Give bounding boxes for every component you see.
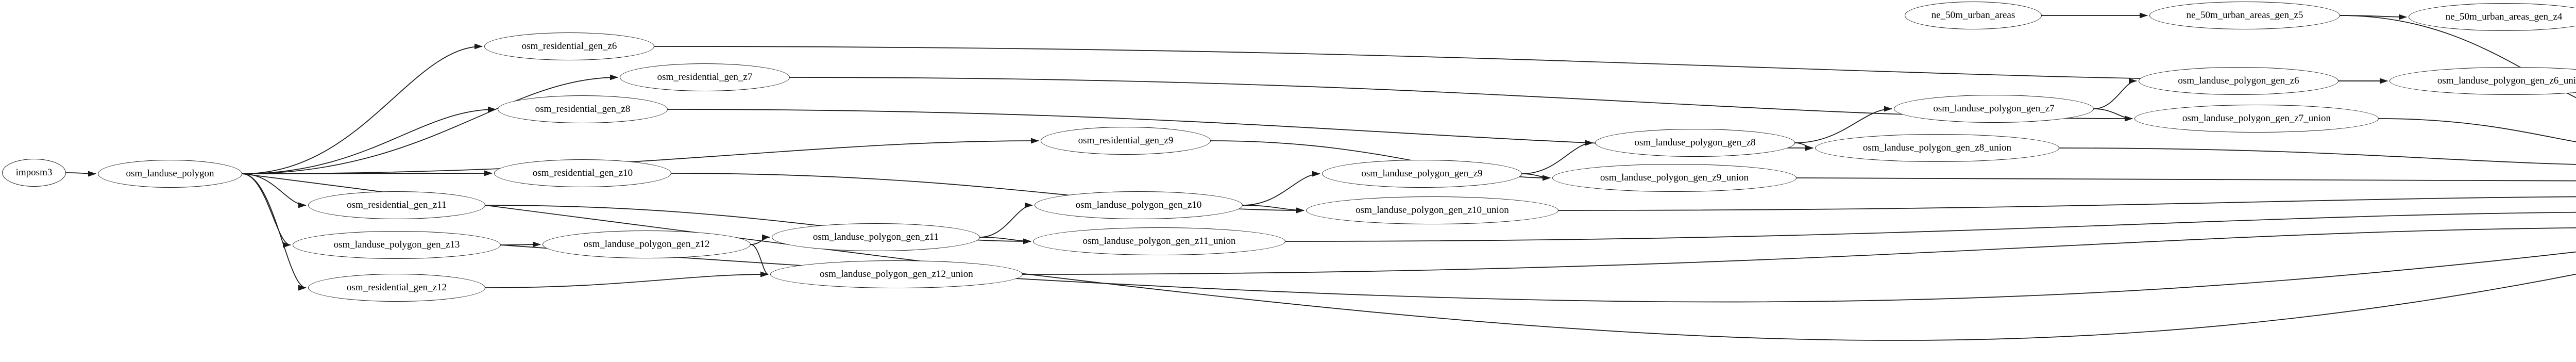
edge-osm_landuse_polygon_gen_z9-to-osm_landuse_polygon_gen_z8 xyxy=(1521,140,1594,174)
node-osm-landuse-polygon-gen-z9: osm_landuse_polygon_gen_z9 xyxy=(1322,160,1522,188)
node-label: osm_landuse_polygon_gen_z13 xyxy=(333,239,460,250)
edge-osm_landuse_polygon_gen_z12_union-to-layer_landuse:z12 xyxy=(1022,227,2576,275)
edge-osm_landuse_polygon_gen_z13-to-osm_landuse_polygon_gen_z12 xyxy=(500,241,541,248)
node-osm-residential-gen-z6: osm_residential_gen_z6 xyxy=(484,32,654,60)
node-osm-residential-gen-z10: osm_residential_gen_z10 xyxy=(494,159,671,187)
node-label: osm_landuse_polygon_gen_z11_union xyxy=(1082,236,1236,246)
node-ne-50m-urban-areas-gen-z5: ne_50m_urban_areas_gen_z5 xyxy=(2149,2,2340,29)
node-label: osm_residential_gen_z9 xyxy=(1078,135,1174,146)
edge-osm_landuse_polygon_gen_z8-to-osm_landuse_polygon_gen_z7 xyxy=(1794,106,1892,143)
edge-osm_landuse_polygon_gen_z7-to-osm_landuse_polygon_gen_z6 xyxy=(2093,78,2137,109)
node-label: osm_residential_gen_z6 xyxy=(521,41,617,52)
edge-osm_landuse_polygon-to-osm_residential_gen_z12 xyxy=(242,173,307,291)
node-osm-landuse-polygon-gen-z6: osm_landuse_polygon_gen_z6 xyxy=(2139,67,2338,95)
node-osm-landuse-polygon-gen-z10-union: osm_landuse_polygon_gen_z10_union xyxy=(1306,196,1558,224)
node-osm-landuse-polygon-gen-z13: osm_landuse_polygon_gen_z13 xyxy=(293,231,501,259)
edge-osm_landuse_polygon_gen_z8_union-to-layer_landuse:z8 xyxy=(2059,147,2576,165)
edge-osm_landuse_polygon_gen_z10_union-to-layer_landuse:z10 xyxy=(1558,196,2576,211)
edge-osm_landuse_polygon_gen_z9_union-to-layer_landuse:z9 xyxy=(1796,177,2576,182)
node-osm-landuse-polygon-gen-z11-union: osm_landuse_polygon_gen_z11_union xyxy=(1033,227,1285,255)
node-label: osm_landuse_polygon_gen_z11 xyxy=(812,232,939,242)
node-osm-residential-gen-z12: osm_residential_gen_z12 xyxy=(308,274,485,302)
node-osm-landuse-polygon-gen-z11: osm_landuse_polygon_gen_z11 xyxy=(772,223,980,251)
node-osm-landuse-polygon-gen-z10: osm_landuse_polygon_gen_z10 xyxy=(1035,191,1243,219)
node-label: osm_landuse_polygon_gen_z9_union xyxy=(1600,172,1749,183)
node-osm-landuse-polygon-gen-z12: osm_landuse_polygon_gen_z12 xyxy=(543,231,751,258)
node-osm-landuse-polygon: osm_landuse_polygon xyxy=(98,160,242,188)
node-ne-50m-urban-areas: ne_50m_urban_areas xyxy=(1905,2,2042,29)
node-ne-50m-urban-areas-gen-z4: ne_50m_urban_areas_gen_z4 xyxy=(2409,3,2576,31)
node-label: osm_residential_gen_z10 xyxy=(532,168,633,178)
edge-osm_landuse_polygon-to-osm_residential_gen_z6 xyxy=(242,43,483,174)
node-label: osm_landuse_polygon_gen_z10_union xyxy=(1355,205,1509,216)
node-osm-landuse-polygon-gen-z12-union: osm_landuse_polygon_gen_z12_union xyxy=(770,260,1023,288)
edge-osm_landuse_polygon-to-osm_residential_gen_z10 xyxy=(242,170,493,176)
node-label: osm_residential_gen_z12 xyxy=(346,282,447,293)
edge-osm_landuse_polygon_gen_z8-to-osm_landuse_polygon_gen_z8_union xyxy=(1794,142,1814,151)
node-label: osm_landuse_polygon_gen_z9 xyxy=(1361,168,1483,179)
node-osm-landuse-polygon-gen-z9-union: osm_landuse_polygon_gen_z9_union xyxy=(1552,164,1797,192)
node-osm-landuse-polygon-gen-z7-union: osm_landuse_polygon_gen_z7_union xyxy=(2134,105,2379,133)
node-label: osm_landuse_polygon xyxy=(126,168,214,179)
node-label: osm_landuse_polygon_gen_z8_union xyxy=(1862,142,2012,153)
edge-osm_residential_gen_z12-to-osm_landuse_polygon_gen_z12_union xyxy=(485,271,769,288)
node-label: ne_50m_urban_areas xyxy=(1931,10,2015,21)
node-label: osm_landuse_polygon_gen_z7_union xyxy=(2182,113,2331,124)
edge-osm_landuse_polygon_gen_z11_union-to-layer_landuse:z11 xyxy=(1285,211,2576,242)
edge-osm_landuse_polygon_gen_z10-to-osm_landuse_polygon_gen_z9 xyxy=(1242,171,1320,206)
edge-osm_landuse_polygon-to-osm_residential_gen_z11 xyxy=(242,173,307,208)
node-label: osm_landuse_polygon_gen_z6_union xyxy=(2437,75,2576,86)
edge-osm_landuse_polygon_gen_z7_union-to-layer_landuse:z7 xyxy=(2378,118,2576,142)
edge-osm_landuse_polygon-to-osm_residential_gen_z9 xyxy=(242,138,1039,174)
node-osm-residential-gen-z7: osm_residential_gen_z7 xyxy=(620,63,790,91)
node-osm-residential-gen-z8: osm_residential_gen_z8 xyxy=(498,95,668,123)
edge-osm_residential_gen_z6-to-osm_landuse_polygon_gen_z6_union xyxy=(654,46,2388,84)
node-label: osm_landuse_polygon_gen_z12_union xyxy=(820,269,973,279)
node-label: osm_landuse_polygon_gen_z8 xyxy=(1634,137,1756,148)
edge-imposm3-to-osm_landuse_polygon xyxy=(65,171,96,177)
edge-osm_landuse_polygon_gen_z7-to-osm_landuse_polygon_gen_z7_union xyxy=(2093,108,2133,122)
node-label: ne_50m_urban_areas_gen_z5 xyxy=(2186,10,2303,21)
edge-osm_landuse_polygon_gen_z12-to-osm_landuse_polygon_gen_z11 xyxy=(750,234,770,245)
node-label: osm_landuse_polygon_gen_z6 xyxy=(2178,75,2299,86)
node-osm-residential-gen-z11: osm_residential_gen_z11 xyxy=(308,191,485,219)
node-imposm3: imposm3 xyxy=(2,159,66,187)
node-label: osm_residential_gen_z11 xyxy=(347,200,447,210)
node-osm-landuse-polygon-gen-z8: osm_landuse_polygon_gen_z8 xyxy=(1595,129,1795,157)
node-osm-landuse-polygon-gen-z6-union: osm_landuse_polygon_gen_z6_union xyxy=(2389,67,2576,95)
node-label: ne_50m_urban_areas_gen_z4 xyxy=(2445,11,2563,22)
node-label: osm_landuse_polygon_gen_z7 xyxy=(1933,103,2055,114)
node-osm-landuse-polygon-gen-z7: osm_landuse_polygon_gen_z7 xyxy=(1894,95,2094,123)
edge-osm_landuse_polygon-to-layer_landuse:z14+ xyxy=(242,173,2576,341)
edge-osm_landuse_polygon_gen_z12-to-osm_landuse_polygon_gen_z12_union xyxy=(750,244,769,277)
node-osm-residential-gen-z9: osm_residential_gen_z9 xyxy=(1041,127,1211,155)
edge-osm_landuse_polygon-to-osm_residential_gen_z7 xyxy=(242,74,618,174)
node-osm-landuse-polygon-gen-z8-union: osm_landuse_polygon_gen_z8_union xyxy=(1815,134,2059,162)
edge-osm_landuse_polygon_gen_z11-to-osm_landuse_polygon_gen_z10 xyxy=(979,202,1033,238)
node-label: osm_landuse_polygon_gen_z12 xyxy=(583,239,710,250)
node-label: osm_residential_gen_z8 xyxy=(535,104,631,114)
node-label: osm_residential_gen_z7 xyxy=(657,72,753,83)
edge-osm_landuse_polygon-to-osm_residential_gen_z8 xyxy=(242,106,496,174)
edge-osm_landuse_polygon-to-osm_landuse_polygon_gen_z13 xyxy=(242,173,291,248)
node-label: imposm3 xyxy=(15,167,53,178)
node-label: osm_landuse_polygon_gen_z10 xyxy=(1075,200,1202,210)
